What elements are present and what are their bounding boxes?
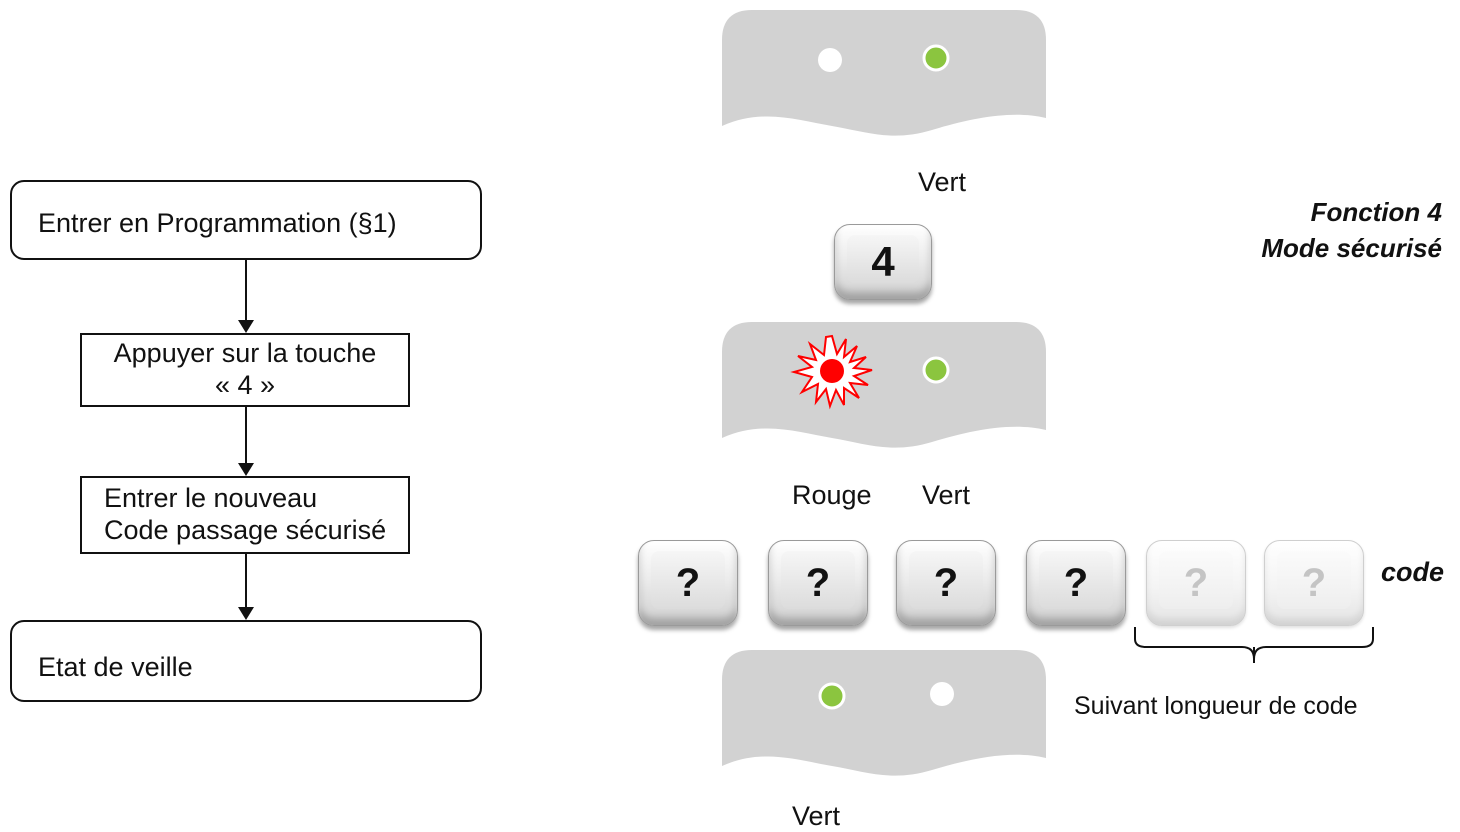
label-green-2: Vert [922,480,971,510]
code-key-optional-6[interactable]: ? [1264,540,1364,626]
code-key-optional-5[interactable]: ? [1146,540,1246,626]
code-key-4[interactable]: ? [1026,540,1126,626]
step-idle-state-label: Etat de veille [38,652,193,682]
curly-brace-icon [1134,627,1374,663]
key-4-label: 4 [871,238,895,285]
function-title: Fonction 4 [1310,197,1442,227]
led-panel-programming [722,322,1046,492]
flow-arrow-3 [238,554,254,620]
led-panel-shape [722,650,1046,820]
step-enter-programming-label: Entrer en Programmation (§1) [38,208,397,238]
right-led-green [922,356,950,384]
led-panel-shape [722,10,1046,180]
step-enter-new-code-line2: Code passage sécurisé [104,515,387,545]
step-press-key-4: Appuyer sur la touche « 4 » [80,333,410,407]
code-key-label: ? [805,560,831,605]
step-enter-new-code-line1: Entrer le nouveau [104,483,318,513]
label-red: Rouge [792,480,872,510]
code-label: code [1381,557,1445,587]
left-led-green [818,682,846,710]
led-panel-initial [722,10,1046,180]
code-key-label: ? [1183,560,1209,605]
flow-arrow-1 [238,260,254,333]
key-4-button[interactable]: 4 [834,224,932,300]
code-length-note: Suivant longueur de code [1074,692,1358,720]
code-key-label: ? [933,560,959,605]
code-key-3[interactable]: ? [896,540,996,626]
step-press-key-line2: « 4 » [214,370,276,400]
code-key-2[interactable]: ? [768,540,868,626]
red-led [820,359,844,383]
left-led-off [818,48,842,72]
label-green-3: Vert [792,801,841,831]
flow-arrow-2 [238,407,254,476]
right-led-off [930,682,954,706]
led-panel-idle [722,650,1046,820]
label-green-1: Vert [918,167,967,197]
code-key-1[interactable]: ? [638,540,738,626]
step-enter-programming: Entrer en Programmation (§1) [10,180,482,260]
step-press-key-line1: Appuyer sur la touche [113,338,377,368]
step-idle-state: Etat de veille [10,620,482,702]
function-subtitle: Mode sécurisé [1261,233,1442,263]
code-key-label: ? [1063,560,1089,605]
right-led-green [922,44,950,72]
step-enter-new-code: Entrer le nouveau Code passage sécurisé [80,476,410,554]
led-panel-shape [722,322,1046,492]
code-key-label: ? [1301,560,1327,605]
code-key-label: ? [675,560,701,605]
